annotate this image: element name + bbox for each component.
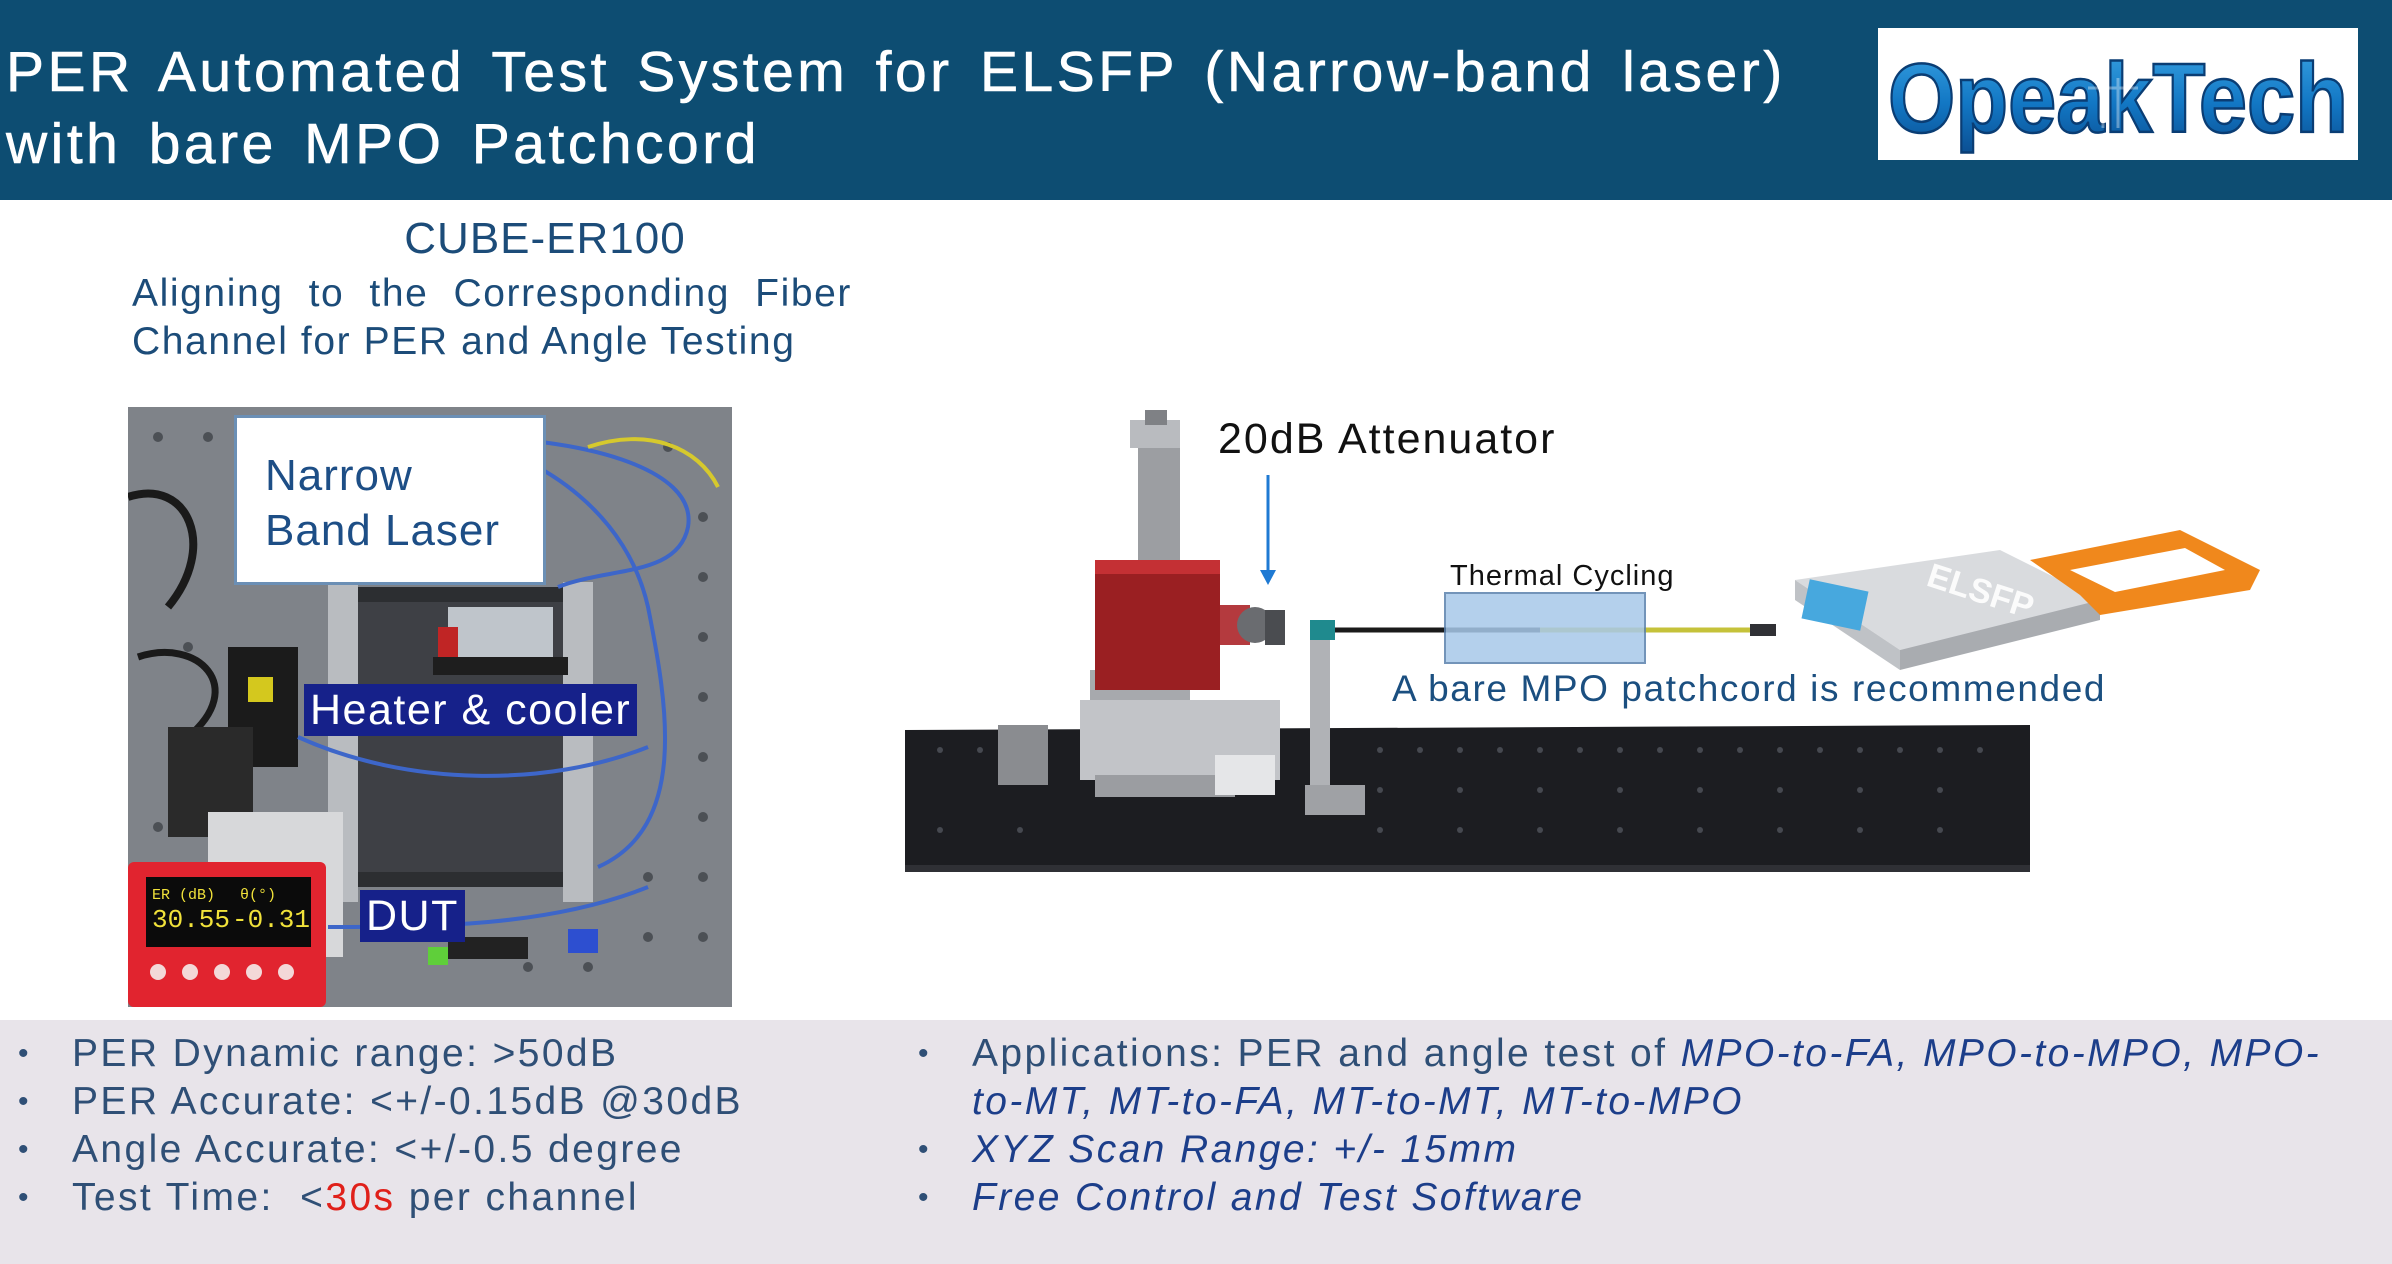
spec-angle-accuracy: •Angle Accurate: <+/-0.5 degree — [18, 1128, 684, 1171]
elsfp-module: ELSFP — [1795, 530, 2260, 670]
spec-test-time: •Test Time: <30s per channel — [18, 1176, 639, 1219]
mpo-recommendation: A bare MPO patchcord is recommended — [1392, 668, 2107, 709]
spec-per-accuracy: •PER Accurate: <+/-0.15dB @30dB — [18, 1080, 743, 1123]
logo-text: OpeakTech — [1888, 43, 2348, 153]
title-line-1: PER Automated Test System for ELSFP (Nar… — [6, 40, 1786, 105]
spec-applications: •Applications: PER and angle test of MPO… — [918, 1032, 2322, 1075]
spec-applications-cont: to-MT, MT-to-FA, MT-to-MT, MT-to-MPO — [972, 1080, 1744, 1123]
company-logo: OpeakTech — [1878, 28, 2358, 160]
svg-text:ER (dB): ER (dB) — [152, 887, 215, 904]
system-diagram: ELSFP — [880, 380, 2280, 900]
test-time-highlight: 30s — [325, 1176, 396, 1219]
title-line-2: with bare MPO Patchcord — [6, 112, 760, 177]
spec-dynamic-range: •PER Dynamic range: >50dB — [18, 1032, 619, 1075]
logo-graphic: OpeakTech — [1887, 42, 2350, 155]
heater-cooler-label: Heater & cooler — [304, 684, 638, 736]
specs-left-list: •PER Dynamic range: >50dB •PER Accurate:… — [18, 1030, 743, 1222]
spec-scan-range: •XYZ Scan Range: +/- 15mm — [918, 1128, 1519, 1171]
attenuator-label: 20dB Attenuator — [1218, 415, 1557, 463]
spec-software: •Free Control and Test Software — [918, 1176, 1585, 1219]
specs-panel — [0, 1020, 2392, 1264]
callout-line-1: Narrow — [265, 451, 413, 500]
er-meter: ER (dB) θ(°) 30.55 -0.31 — [128, 862, 326, 1007]
svg-text:θ(°): θ(°) — [240, 887, 276, 904]
callout-line-2: Band Laser — [265, 506, 501, 555]
svg-text:30.55: 30.55 — [152, 905, 230, 935]
thermal-cycling-label: Thermal Cycling — [1450, 560, 1675, 592]
product-title: CUBE-ER100 — [404, 214, 686, 263]
specs-right-list: •Applications: PER and angle test of MPO… — [918, 1030, 2321, 1222]
system-diagram-illustration: ELSFP — [905, 410, 2260, 872]
product-description: Aligning to the Corresponding Fiber Chan… — [132, 272, 852, 363]
dut-label: DUT — [360, 890, 465, 942]
svg-text:-0.31: -0.31 — [232, 905, 310, 935]
page-title: PER Automated Test System for ELSFP (Nar… — [6, 36, 1786, 180]
header-bar: PER Automated Test System for ELSFP (Nar… — [0, 0, 2392, 200]
narrow-band-laser-callout: Narrow Band Laser — [234, 415, 546, 585]
